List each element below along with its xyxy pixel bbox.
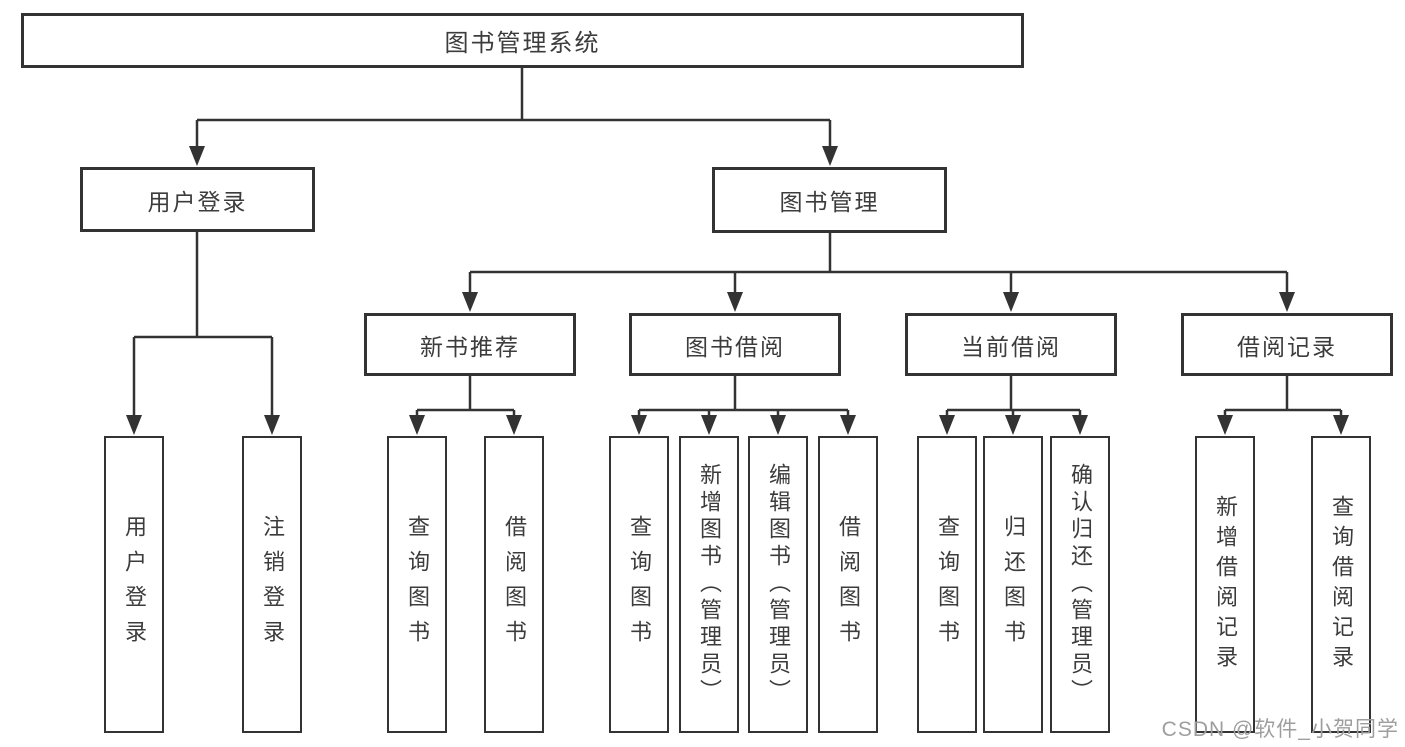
node-label: 当前借阅 [961, 333, 1061, 360]
leaf-label: 新增图书（管理员） [697, 463, 722, 706]
leaf-logout: 注销登录 [242, 436, 302, 733]
node-new-book-recommend: 新书推荐 [364, 313, 576, 376]
node-book-management: 图书管理 [712, 167, 947, 233]
leaf-add-book-admin: 新增图书（管理员） [679, 436, 739, 733]
leaf-label: 新增借阅记录 [1213, 494, 1238, 675]
leaf-label: 查询借阅记录 [1329, 494, 1354, 675]
leaf-label: 用户登录 [122, 514, 147, 655]
leaf-query-books: 查询图书 [387, 436, 447, 733]
node-book-borrow: 图书借阅 [629, 313, 841, 376]
leaf-label: 查询图书 [627, 514, 652, 655]
node-label: 用户登录 [147, 188, 248, 215]
node-label: 新书推荐 [420, 333, 520, 360]
node-current-borrow: 当前借阅 [905, 313, 1117, 376]
leaf-return-book: 归还图书 [983, 436, 1043, 733]
leaf-borrow-books: 借阅图书 [818, 436, 878, 733]
leaf-label: 借阅图书 [502, 514, 527, 655]
leaf-label: 借阅图书 [836, 514, 861, 655]
leaf-query-books: 查询图书 [609, 436, 669, 733]
leaf-borrow-books: 借阅图书 [484, 436, 544, 733]
leaf-label: 归还图书 [1001, 514, 1026, 655]
node-borrow-record: 借阅记录 [1181, 313, 1393, 376]
csdn-watermark: CSDN @软件_小贺同学 [1161, 718, 1399, 741]
leaf-confirm-return-admin: 确认归还（管理员） [1050, 436, 1110, 733]
node-label: 借阅记录 [1237, 333, 1337, 360]
leaf-query-books: 查询图书 [917, 436, 977, 733]
node-label: 图书管理系统 [444, 30, 601, 57]
node-label: 图书借阅 [685, 333, 785, 360]
node-user-login: 用户登录 [80, 167, 315, 232]
node-library-management-system: 图书管理系统 [21, 13, 1024, 68]
leaf-label: 注销登录 [260, 514, 285, 655]
leaf-query-borrow-record: 查询借阅记录 [1311, 436, 1371, 733]
leaf-label: 查询图书 [935, 514, 960, 655]
leaf-label: 确认归还（管理员） [1068, 463, 1093, 706]
leaf-label: 查询图书 [405, 514, 430, 655]
leaf-label: 编辑图书（管理员） [766, 463, 791, 706]
leaf-edit-book-admin: 编辑图书（管理员） [748, 436, 808, 733]
leaf-user-login: 用户登录 [104, 436, 164, 733]
node-label: 图书管理 [779, 189, 880, 215]
leaf-add-borrow-record: 新增借阅记录 [1195, 436, 1255, 733]
